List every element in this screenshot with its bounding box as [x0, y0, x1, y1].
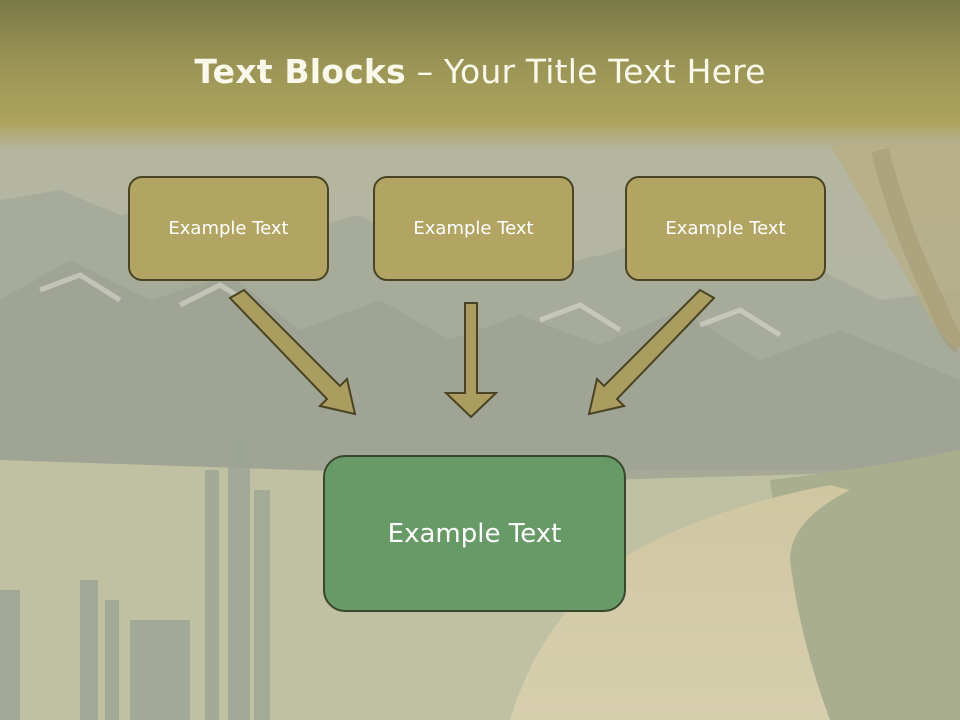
arrow-left-icon	[228, 288, 357, 416]
title-band	[0, 0, 960, 150]
text-block-left-label: Example Text	[168, 218, 289, 239]
text-block-center-label: Example Text	[413, 218, 534, 239]
text-block-right: Example Text	[625, 176, 826, 281]
title-dash: –	[405, 52, 444, 91]
arrow-center-icon	[443, 302, 499, 419]
arrow-right-icon	[587, 288, 716, 416]
result-block: Example Text	[323, 455, 626, 612]
title-rest: Your Title Text Here	[443, 52, 766, 91]
text-block-center: Example Text	[373, 176, 574, 281]
text-block-left: Example Text	[128, 176, 329, 281]
title-bold: Text Blocks	[194, 52, 406, 91]
slide-title: Text Blocks – Your Title Text Here	[0, 52, 960, 91]
result-block-label: Example Text	[387, 518, 562, 549]
text-block-right-label: Example Text	[665, 218, 786, 239]
